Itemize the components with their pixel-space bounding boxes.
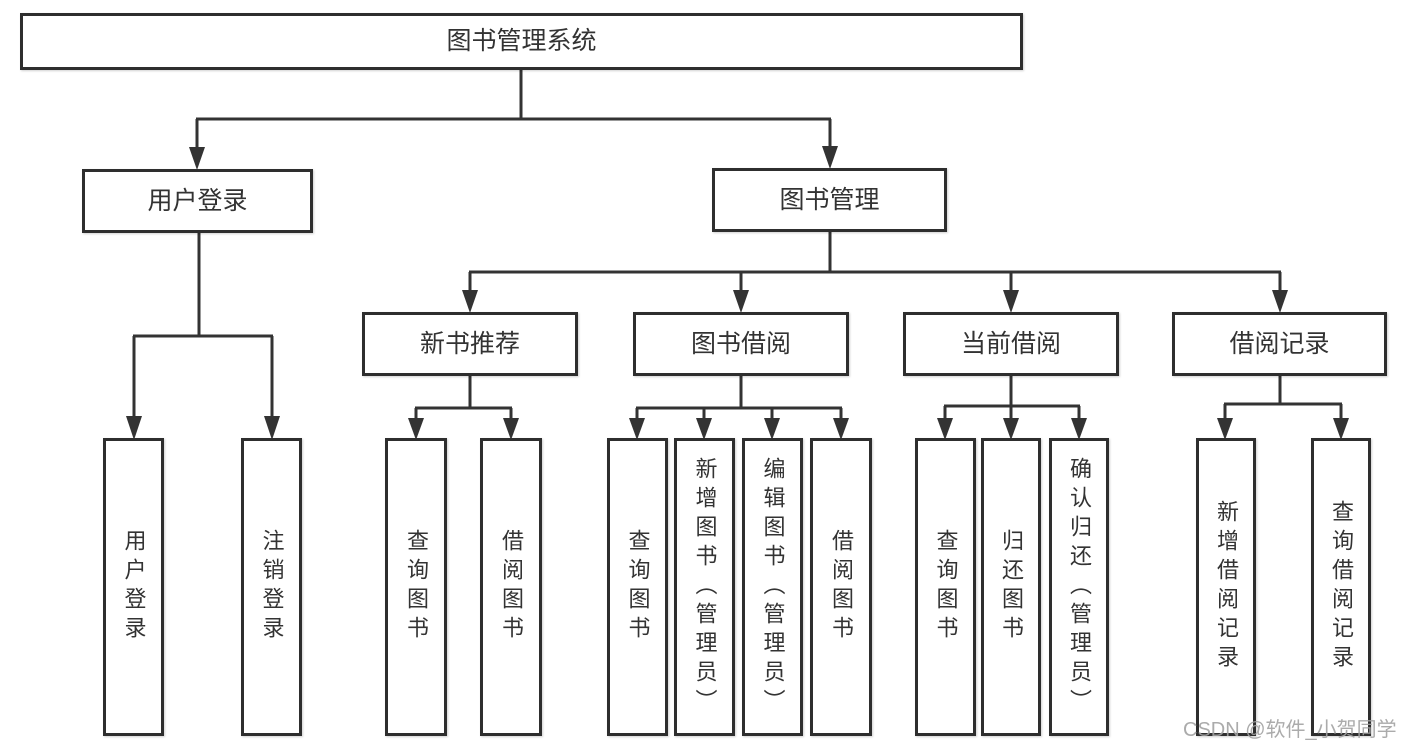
leaf-query-borrow-record: 查询借阅记录 (1311, 438, 1371, 736)
leaf-query-books-2-label: 查询图书 (625, 529, 651, 645)
leaf-borrow-books-2-label: 借阅图书 (829, 529, 854, 645)
leaf-query-books-1-label: 查询图书 (404, 529, 429, 645)
node-new-book-recommend-label: 新书推荐 (419, 329, 520, 358)
leaf-return-book: 归还图书 (981, 438, 1041, 736)
leaf-user-login: 用户登录 (103, 438, 164, 736)
node-book-borrow: 图书借阅 (633, 312, 849, 376)
node-user-login: 用户登录 (82, 169, 313, 233)
node-root: 图书管理系统 (20, 13, 1023, 70)
leaf-borrow-books-1-label: 借阅图书 (499, 529, 524, 645)
leaf-confirm-return-admin: 确认归还（管理员） (1049, 438, 1109, 736)
node-current-borrow: 当前借阅 (903, 312, 1119, 376)
node-current-borrow-label: 当前借阅 (960, 329, 1061, 358)
node-new-book-recommend: 新书推荐 (362, 312, 578, 376)
leaf-logout-label: 注销登录 (259, 529, 285, 645)
leaf-user-login-label: 用户登录 (121, 529, 147, 645)
leaf-add-borrow-record: 新增借阅记录 (1196, 438, 1256, 736)
node-borrow-records-label: 借阅记录 (1229, 329, 1330, 358)
leaf-edit-book-admin: 编辑图书（管理员） (742, 438, 803, 736)
node-borrow-records: 借阅记录 (1172, 312, 1387, 376)
leaf-logout: 注销登录 (241, 438, 302, 736)
leaf-query-books-1: 查询图书 (385, 438, 447, 736)
leaf-edit-book-admin-label: 编辑图书（管理员） (760, 456, 786, 718)
watermark: CSDN @软件_小贺同学 (1183, 719, 1397, 741)
node-book-management: 图书管理 (712, 168, 947, 232)
leaf-query-books-3: 查询图书 (915, 438, 976, 736)
leaf-add-book-admin-label: 新增图书（管理员） (692, 456, 718, 718)
leaf-borrow-books-2: 借阅图书 (810, 438, 872, 736)
node-book-borrow-label: 图书借阅 (690, 329, 791, 358)
leaf-query-borrow-record-label: 查询借阅记录 (1329, 500, 1354, 674)
leaf-add-book-admin: 新增图书（管理员） (674, 438, 735, 736)
leaf-borrow-books-1: 借阅图书 (480, 438, 542, 736)
leaf-confirm-return-admin-label: 确认归还（管理员） (1067, 456, 1092, 718)
node-user-login-label: 用户登录 (147, 186, 248, 215)
leaf-query-books-3-label: 查询图书 (933, 529, 959, 645)
node-book-management-label: 图书管理 (779, 185, 880, 214)
node-root-label: 图书管理系统 (446, 27, 597, 55)
leaf-add-borrow-record-label: 新增借阅记录 (1214, 500, 1239, 674)
leaf-return-book-label: 归还图书 (999, 529, 1024, 645)
leaf-query-books-2: 查询图书 (607, 438, 668, 736)
